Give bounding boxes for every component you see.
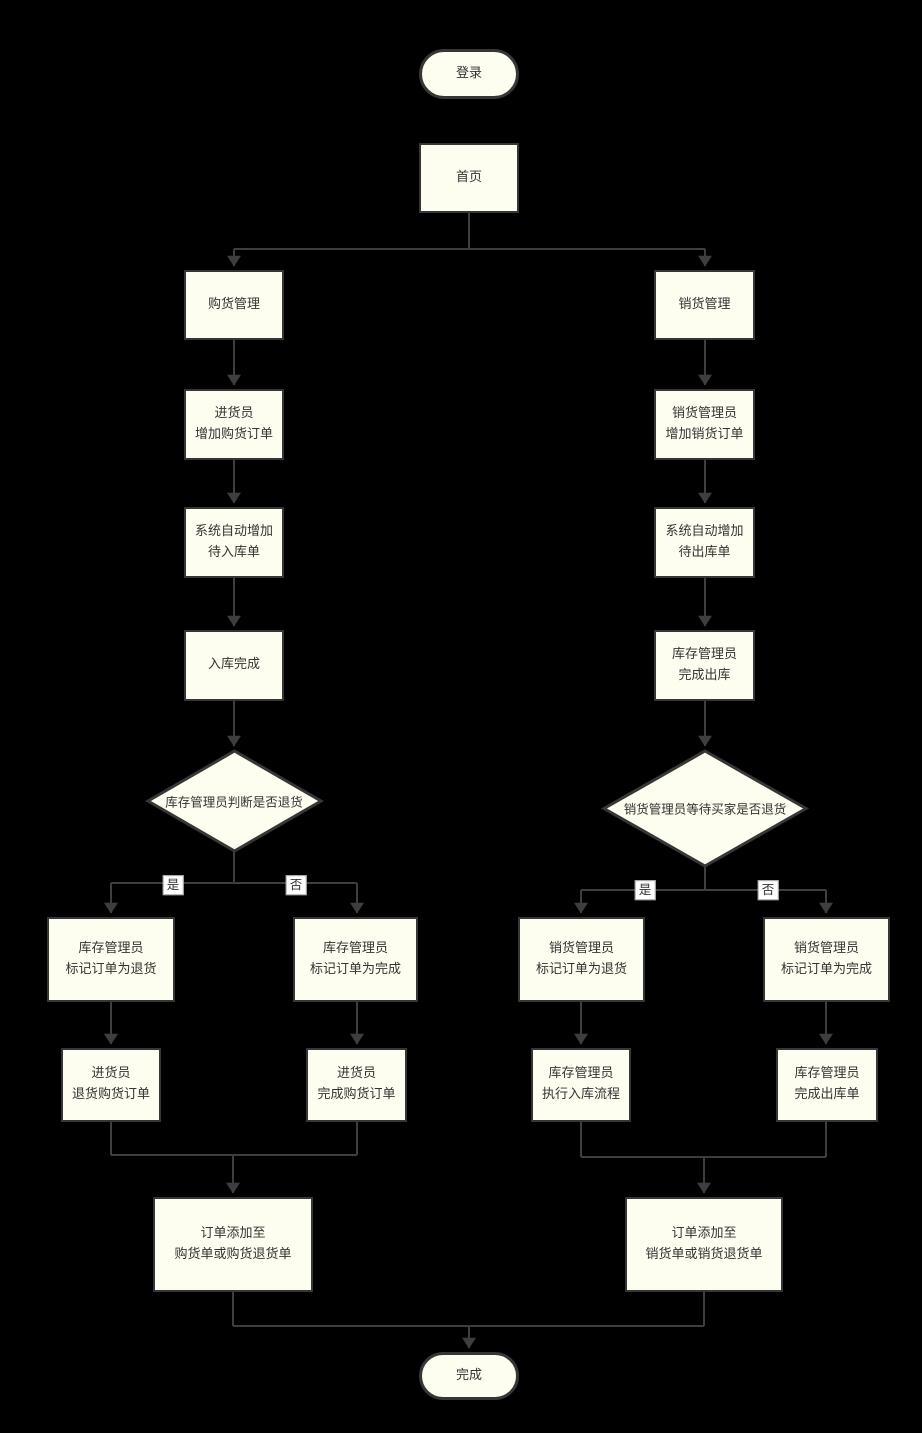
- edge-label-purchase-yes: 是: [162, 875, 184, 895]
- node-order-added-purchase-list: 订单添加至 购货单或购货退货单: [153, 1197, 313, 1292]
- node-exec-inbound-process: 库存管理员 执行入库流程: [531, 1048, 631, 1122]
- decision-sales-return-shape: [600, 749, 810, 868]
- node-purchaser-add-order: 进货员 增加购货订单: [184, 389, 284, 460]
- node-purchaser-return-order: 进货员 退货购货订单: [61, 1048, 161, 1122]
- decision-sales-return-label: 销货管理员等待买家是否退货: [623, 801, 787, 817]
- decision-purchase-return-label: 库存管理员判断是否退货: [165, 794, 303, 810]
- node-order-added-sales-list: 订单添加至 销货单或销货退货单: [625, 1197, 783, 1292]
- node-finish: 完成: [419, 1352, 519, 1400]
- node-mark-order-returned-purchase: 库存管理员 标记订单为退货: [47, 917, 175, 1002]
- edge-label-sales-yes: 是: [634, 880, 656, 900]
- node-mark-order-complete-purchase: 库存管理员 标记订单为完成: [293, 917, 418, 1002]
- node-mark-order-complete-sales: 销货管理员 标记订单为完成: [763, 917, 890, 1002]
- node-purchaser-complete-order: 进货员 完成购货订单: [306, 1048, 407, 1122]
- decision-purchase-return-shape: [145, 749, 324, 853]
- edge-label-sales-no: 否: [757, 880, 779, 900]
- node-complete-outbound-order: 库存管理员 完成出库单: [776, 1048, 878, 1122]
- node-system-add-inbound: 系统自动增加 待入库单: [184, 507, 284, 578]
- node-system-add-outbound: 系统自动增加 待出库单: [654, 507, 755, 578]
- node-sales-add-order: 销货管理员 增加销货订单: [654, 389, 755, 460]
- node-login: 登录: [419, 49, 519, 99]
- node-outbound-complete: 库存管理员 完成出库: [654, 630, 755, 701]
- edge-label-purchase-no: 否: [285, 875, 307, 895]
- node-sales-management: 销货管理: [654, 270, 755, 340]
- node-mark-order-returned-sales: 销货管理员 标记订单为退货: [518, 917, 645, 1002]
- node-inbound-complete: 入库完成: [184, 630, 284, 701]
- node-home: 首页: [419, 143, 519, 213]
- node-purchase-management: 购货管理: [184, 270, 284, 340]
